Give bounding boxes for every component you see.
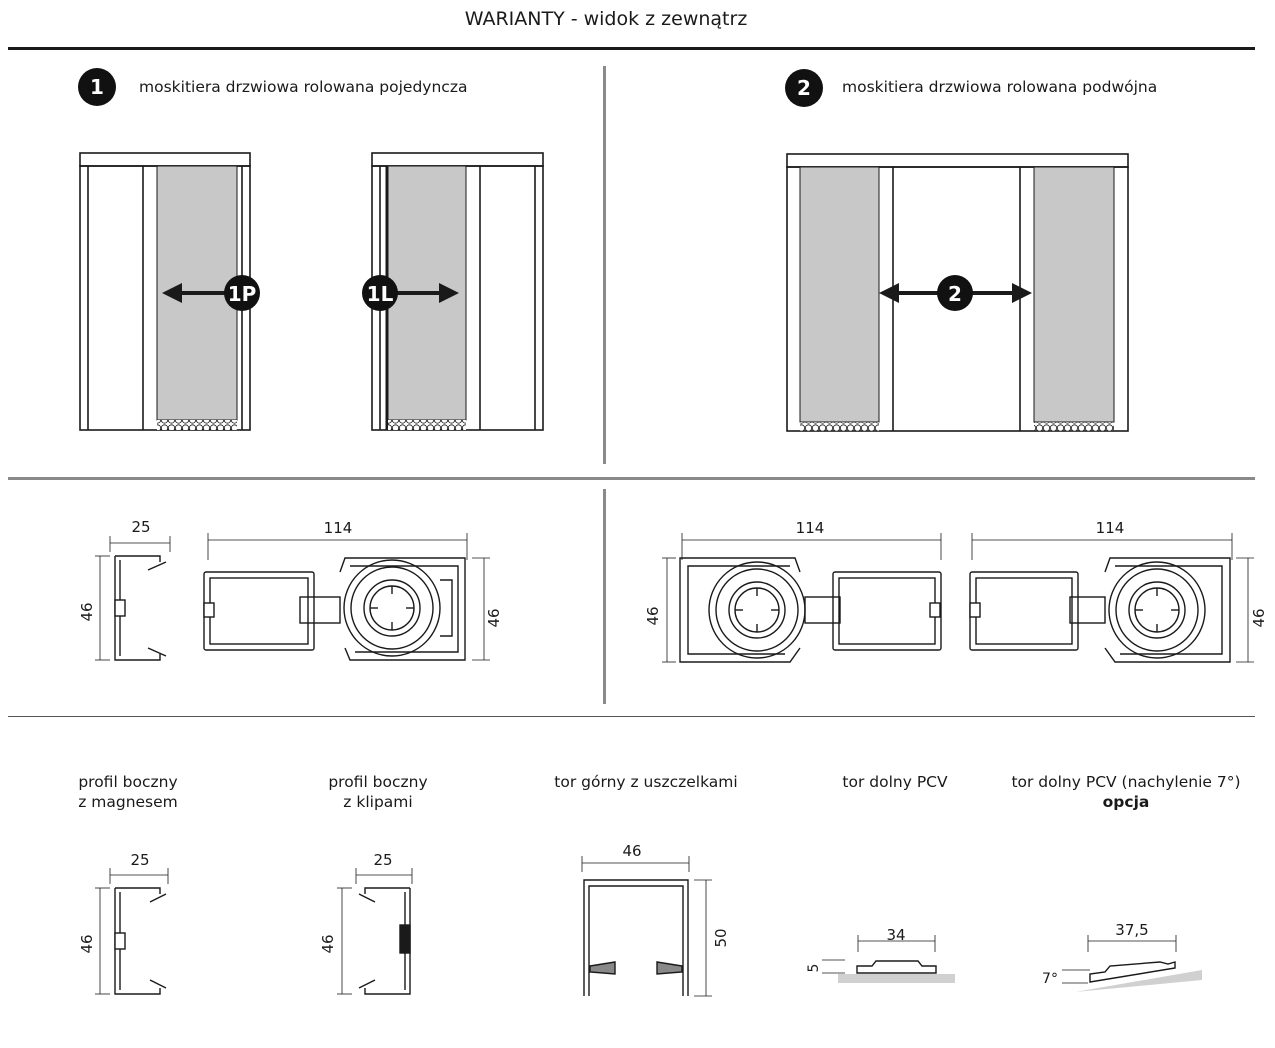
dim-profile-width-1: 25 <box>131 518 150 536</box>
lower-divider <box>8 716 1255 717</box>
dim-cassette-width-3: 114 <box>1096 519 1125 537</box>
caption-bottom-track-line1: tor dolny PCV <box>842 773 948 791</box>
component-magnet-profile <box>95 868 169 995</box>
component-bottom-track-7deg <box>1062 935 1202 992</box>
dim-profile-height-1: 46 <box>78 602 96 621</box>
caption-bottom-track-7deg: tor dolny PCV (nachylenie 7°) opcja <box>1010 772 1242 812</box>
cassette-section-left <box>203 533 490 661</box>
caption-bottom-7-line1: tor dolny PCV (nachylenie 7°) <box>1011 773 1241 791</box>
dim-bottom-track-height: 5 <box>806 964 822 973</box>
dim-cassette-height-2: 46 <box>644 606 662 625</box>
marker-1p-circle <box>224 275 260 311</box>
caption-bottom-track: tor dolny PCV <box>825 772 965 792</box>
dim-top-track-width: 46 <box>622 842 641 860</box>
cassette-section-right-a <box>662 533 942 663</box>
dim-clip-width: 25 <box>373 851 392 869</box>
dim-cassette-height-1: 46 <box>485 608 503 627</box>
vertical-divider-bottom <box>603 489 606 704</box>
dim-magnet-width: 25 <box>130 851 149 869</box>
cassette-section-right-b <box>969 533 1254 663</box>
caption-bottom-7-line2: opcja <box>1102 793 1150 811</box>
component-clip-profile <box>337 868 413 995</box>
side-profile-section-left <box>95 536 171 661</box>
door-2 <box>786 153 1129 432</box>
middle-divider <box>8 477 1255 480</box>
dim-cassette-width-2: 114 <box>796 519 825 537</box>
dim-bottom-track-7-width: 37,5 <box>1115 921 1148 939</box>
caption-clip-line1: profil boczny <box>328 773 428 791</box>
caption-magnet-line2: z magnesem <box>78 793 178 811</box>
dim-cassette-height-3: 46 <box>1250 608 1268 627</box>
dim-bottom-track-7-angle: 7° <box>1042 971 1058 987</box>
marker-2: 2 <box>948 282 962 306</box>
caption-top-track: tor górny z uszczelkami <box>546 772 746 792</box>
caption-clip-line2: z klipami <box>343 793 413 811</box>
marker-2-circle <box>937 275 973 311</box>
caption-clip-profile: profil boczny z klipami <box>308 772 448 812</box>
dim-magnet-height: 46 <box>78 934 96 953</box>
vertical-divider-top <box>603 66 606 464</box>
dim-cassette-width-1: 114 <box>324 519 353 537</box>
variant-2-label: moskitiera drzwiowa rolowana podwójna <box>842 78 1158 96</box>
dim-clip-height: 46 <box>319 934 337 953</box>
caption-magnet-profile: profil boczny z magnesem <box>58 772 198 812</box>
component-top-track <box>581 856 712 997</box>
variant-1-badge: 1 <box>78 68 116 106</box>
marker-1l: 1L <box>367 282 394 306</box>
marker-1p: 1P <box>228 282 257 306</box>
variant-1-label: moskitiera drzwiowa rolowana pojedyncza <box>139 78 468 96</box>
page-title: WARIANTY - widok z zewnątrz <box>464 8 748 30</box>
caption-magnet-line1: profil boczny <box>78 773 178 791</box>
dim-bottom-track-width: 34 <box>886 926 905 944</box>
top-divider <box>8 47 1255 50</box>
door-1l <box>371 152 544 431</box>
caption-top-track-line1: tor górny z uszczelkami <box>554 773 738 791</box>
marker-1l-circle <box>362 275 398 311</box>
variant-2-badge: 2 <box>785 69 823 107</box>
dim-top-track-height: 50 <box>712 928 730 947</box>
component-bottom-track <box>822 935 955 983</box>
